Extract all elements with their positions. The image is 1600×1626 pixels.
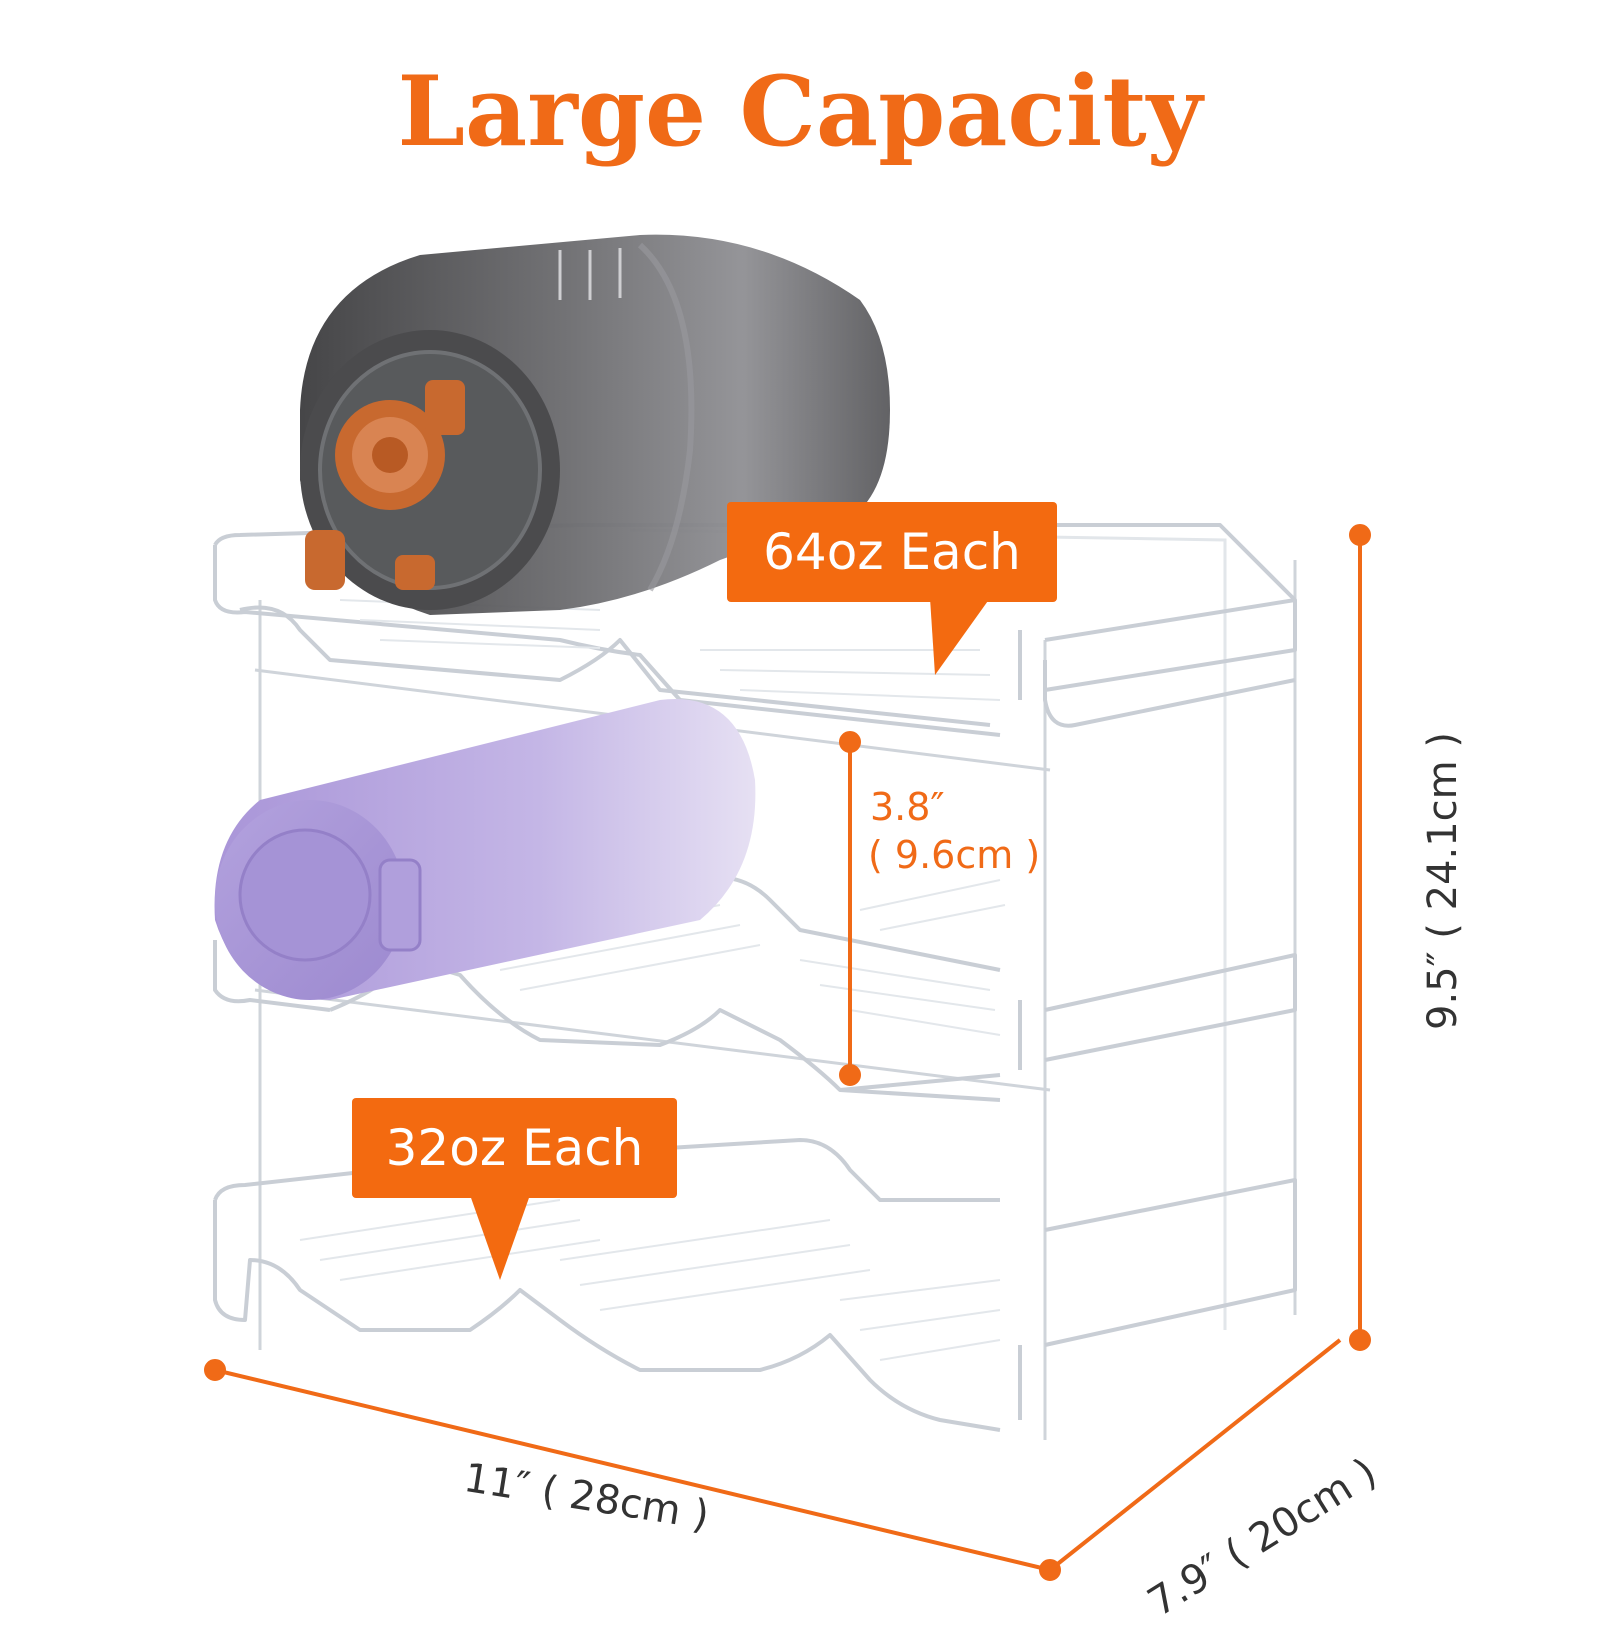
- page-title: Large Capacity: [397, 55, 1203, 168]
- shelf-bottom-ribs: [299, 1199, 1001, 1361]
- dimension-lines: [204, 524, 1371, 1581]
- shelf-bottom: [213, 1138, 1297, 1432]
- callout-64oz: 64oz Each: [727, 502, 1057, 602]
- callout-bottom-tail: [470, 1195, 530, 1280]
- shelf-gap-inches: 3.8″: [870, 785, 945, 829]
- purple-bottle: [214, 699, 756, 1000]
- callout-top-tail: [930, 598, 990, 675]
- shelf-top-ribs: [339, 599, 1001, 701]
- shelf-gap-cm: ( 9.6cm ): [868, 833, 1041, 877]
- shelf-top: [213, 523, 1297, 737]
- callout-32oz: 32oz Each: [352, 1098, 677, 1198]
- height-dimension: 9.5″ ( 24.1cm ): [1420, 732, 1466, 1030]
